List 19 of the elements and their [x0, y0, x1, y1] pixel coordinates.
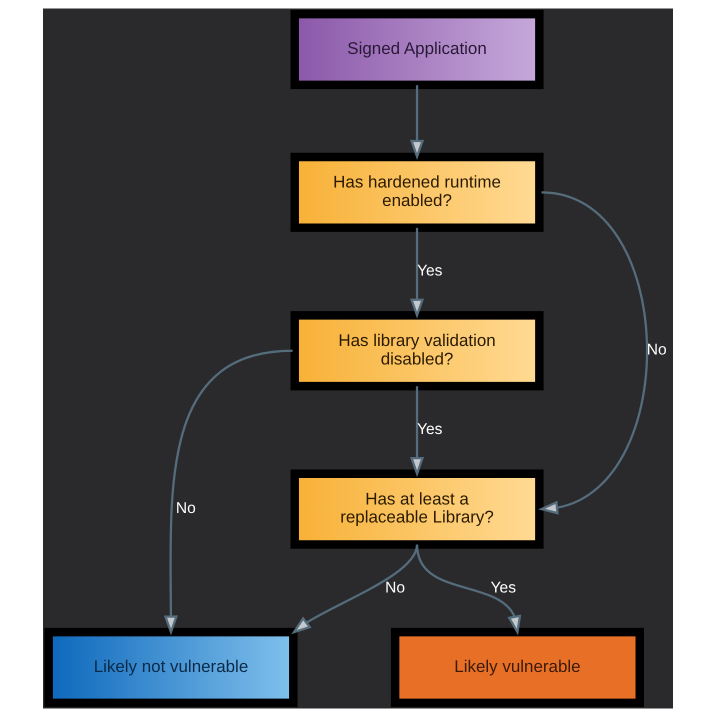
edge-label: No — [176, 500, 196, 518]
node-box: Likely not vulnerable — [44, 628, 298, 708]
arrow — [410, 228, 424, 319]
arrow — [164, 350, 293, 636]
edge-label: No — [385, 579, 406, 596]
arrow — [416, 544, 522, 636]
edge-label: Yes — [417, 420, 442, 438]
arrow — [291, 544, 418, 634]
node-box: Has at least a replaceable Library? — [290, 470, 544, 549]
node-box: Has hardened runtime enabled? — [290, 152, 544, 232]
edge-label: No — [646, 342, 667, 359]
node-box: Has library validation disabled? — [290, 311, 544, 390]
arrow — [410, 85, 424, 160]
edge-label: Yes — [417, 262, 442, 280]
arrow — [538, 191, 648, 515]
node-box: Signed Application — [290, 10, 544, 90]
node-box: Likely vulnerable — [390, 628, 644, 708]
arrow — [410, 386, 424, 478]
edge-label: Yes — [490, 579, 516, 596]
